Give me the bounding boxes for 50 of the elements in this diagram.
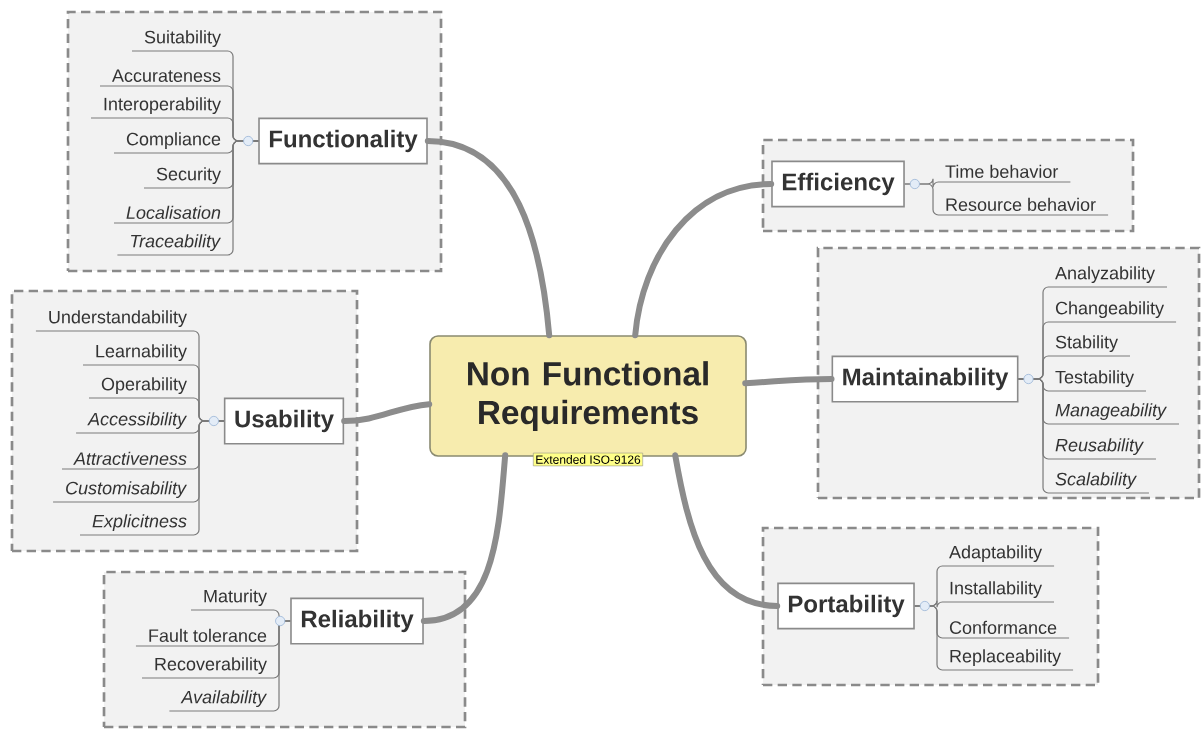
branch-line [904, 183, 1109, 216]
branch-curve [420, 452, 509, 624]
leaf-label: Time behavior [945, 164, 1059, 178]
leaf-label: Conformance [949, 620, 1057, 634]
branch-curve [424, 138, 553, 339]
leaf-label: Fault tolerance [149, 628, 267, 642]
leaf-label: Scalability [1055, 472, 1137, 489]
category-box: Portability [777, 582, 915, 630]
leaf-label: Security [156, 167, 221, 184]
category-box: Maintainability [831, 355, 1019, 403]
leaf-label: Changeability [1055, 301, 1165, 318]
branch-curve [742, 376, 835, 387]
leaf-label: Accurateness [112, 69, 221, 82]
leaf-label: Availability [180, 690, 267, 707]
leaf-label: Suitability [144, 30, 221, 47]
leaf-label: Testability [1055, 370, 1134, 387]
leaf-label: Recoverability [155, 657, 267, 674]
leaf-label: Customisability [66, 481, 187, 498]
leaf-label: Compliance [126, 132, 221, 149]
leaf-label: Resource behavior [946, 197, 1096, 211]
branch-curve [632, 181, 775, 339]
leaf-label: Operability [101, 377, 187, 394]
dashed-group-frame [66, 10, 443, 273]
leaf-label: Explicitness [92, 514, 187, 531]
leaf-label: Localisation [126, 205, 221, 219]
leaf-label: Manageability [1055, 403, 1167, 420]
category-box: Reliability [290, 597, 424, 645]
dashed-group-frame [816, 246, 1201, 500]
dashed-group-frame [10, 289, 359, 553]
branch-curve [672, 452, 781, 609]
leaf-label: Understandability [49, 310, 187, 327]
leaf-label: Maturity [204, 589, 267, 606]
branch-line [914, 605, 1074, 671]
leaf-label: Learnability [96, 344, 187, 361]
category-box: Usability [223, 397, 345, 445]
annotation-tag: Extended ISO-9126 [533, 452, 643, 467]
branch-curve [341, 401, 433, 424]
leaf-label: Attractiveness [73, 451, 187, 465]
leaf-label: Reusability [1055, 438, 1144, 455]
category-box: Efficiency [771, 160, 905, 208]
category-box: Functionality [258, 117, 428, 165]
leaf-label: Stability [1055, 335, 1118, 352]
branch-line [168, 620, 291, 712]
leaf-label: Accessibility [87, 412, 187, 429]
leaf-label: Adaptability [949, 545, 1042, 562]
leaf-label: Traceability [131, 234, 221, 251]
leaf-label: Interoperability [104, 97, 221, 114]
leaf-label: Analyzability [1055, 266, 1155, 283]
leaf-label: Installability [950, 581, 1042, 598]
leaf-label: Replaceability [950, 649, 1061, 666]
